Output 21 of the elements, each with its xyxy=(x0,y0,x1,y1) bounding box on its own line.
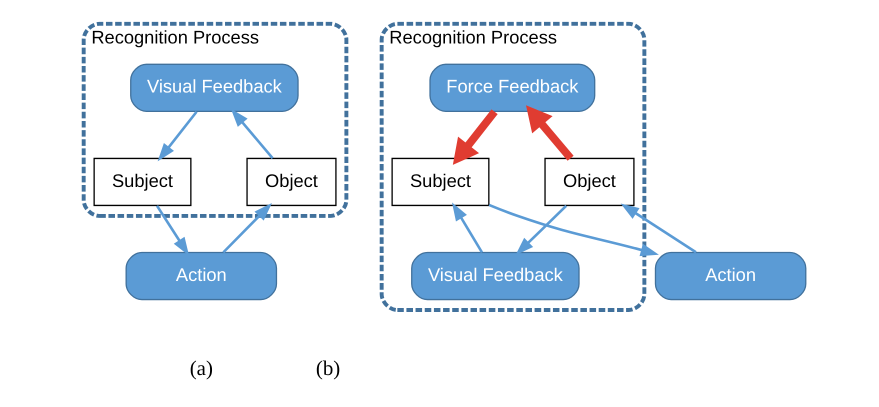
node-box: Subject xyxy=(391,158,490,206)
arrow xyxy=(230,108,274,160)
arrow xyxy=(452,202,484,254)
arrow xyxy=(488,204,659,256)
node-box: Force Feedback xyxy=(429,64,596,112)
arrow xyxy=(156,205,190,256)
arrow xyxy=(516,204,568,256)
node-box: Visual Feedback xyxy=(130,64,299,112)
node-box: Action xyxy=(126,252,278,300)
arrow xyxy=(158,110,198,162)
node-box: Visual Feedback xyxy=(411,252,580,300)
arrow xyxy=(222,203,272,254)
arrow xyxy=(452,109,498,165)
node-box: Action xyxy=(654,252,806,300)
label: (b) xyxy=(316,356,340,380)
node-box: Subject xyxy=(93,158,192,206)
node-box: Object xyxy=(544,158,635,206)
node-box: Object xyxy=(246,158,337,206)
arrow xyxy=(620,203,697,254)
arrow xyxy=(526,105,574,161)
label: (a) xyxy=(190,356,213,380)
